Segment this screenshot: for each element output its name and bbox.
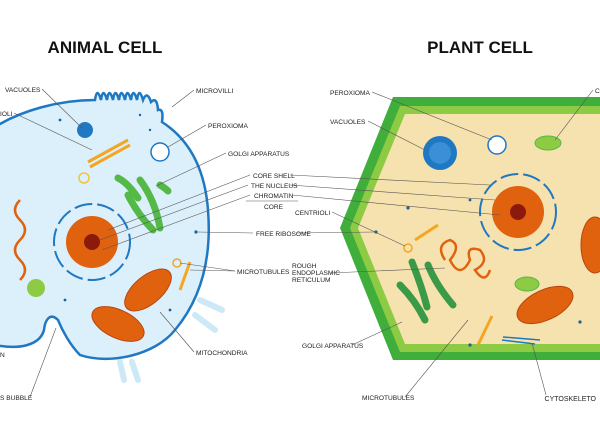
animal-centriole [78,172,90,184]
label-plant-top-right: C [595,88,600,95]
label-plant-cytoskeleton: CYTOSKELETO [545,396,597,403]
plant-cytoskeleton [501,336,541,345]
label-chromatin: CHROMATIN [254,193,294,200]
animal-vacuole [77,122,93,138]
animal-mitochondria [91,268,172,342]
label-free-ribosome: FREE RIBOSOME [256,231,312,238]
plant-chloroplast [534,135,562,151]
animal-microtubule [87,138,131,169]
label-rer-3: RETICULUM [292,277,330,284]
label-n-cut: N [0,352,5,359]
animal-nucleolus [84,234,100,250]
label-the-nucleus: THE NUCLEUS [251,183,298,190]
label-plant-microtubules: MICROTUBULES [362,395,415,402]
animal-nucleus-envelope [53,203,131,281]
plant-golgi [396,258,457,324]
label-animal-centrioli: IOLI [0,111,13,118]
plant-centriole [403,243,413,253]
label-animal-golgi: GOLGI APPARATUS [228,151,290,158]
label-core: CORE [264,204,284,211]
label-plant-peroxioma: PEROXIOMA [330,90,371,97]
plant-mitochondria-2 [580,216,600,274]
animal-cell [0,91,225,383]
label-bubble: S BUBBLE [0,395,33,402]
label-mitochondria: MITOCHONDRIA [196,350,248,357]
animal-rough-er [13,199,27,281]
animal-cell-cilia [117,297,225,383]
label-rer-1: ROUGH [292,263,317,270]
plant-chloroplast-2 [514,276,540,292]
label-animal-peroxioma: PEROXIOMA [208,123,249,130]
plant-peroxioma [487,135,507,155]
plant-rough-er [439,238,492,279]
plant-nucleus-envelope [479,173,557,251]
plant-vacuole-inner [429,142,451,164]
plant-nucleolus [510,204,526,220]
label-animal-vacuoles: VACUOLES [5,87,41,94]
label-animal-microtubules: MICROTUBULES [237,269,290,276]
plant-cell [340,97,600,360]
label-plant-vacuoles: VACUOLES [330,119,366,126]
plant-cell-title: PLANT CELL [427,38,533,57]
animal-lysosome [27,279,45,297]
plant-microtubule [414,223,494,346]
animal-golgi [114,174,172,234]
label-rer-2: ENDOPLASMIC [292,270,340,277]
label-core-shell: CORE SHELL [253,173,295,180]
animal-cell-title: ANIMAL CELL [48,38,163,57]
label-plant-golgi: GOLGI APPARATUS [302,343,364,350]
animal-leader-lines [13,88,501,398]
animal-peroxioma [150,142,170,162]
plant-mitochondria [516,285,574,325]
animal-microtubule-2 [178,261,192,291]
label-plant-centrioli: CENTRIOLI [295,210,330,217]
label-animal-microvilli: MICROVILLI [196,88,234,95]
plant-leader-lines [331,89,594,398]
animal-free-ribosomes [58,113,198,312]
